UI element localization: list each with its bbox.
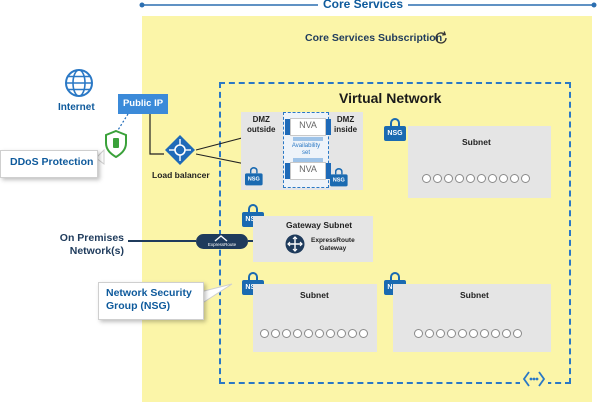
ddos-protection-label: DDoS Protection [10, 156, 94, 168]
load-balancer-label: Load balancer [152, 170, 210, 180]
nic-1b [326, 119, 331, 135]
gateway-subnet [253, 216, 373, 262]
nsg-dmz-inside: NSG [330, 168, 348, 187]
core-services-title: Core Services [322, 0, 404, 11]
expressroute-icon [214, 235, 228, 242]
subnet-top-right-label: Subnet [462, 137, 491, 147]
vm-dots-top-right [422, 174, 530, 183]
subnet-bottom-right [393, 284, 551, 352]
subnet-top-right [408, 126, 551, 198]
nsg-top-right-subnet: NSG [384, 118, 406, 141]
expressroute-tag: ExpressRoute [207, 242, 237, 247]
virtual-network-title: Virtual Network [339, 90, 442, 106]
expressroute-circuit [196, 234, 248, 249]
refresh-icon [435, 31, 447, 44]
globe-icon [65, 69, 93, 97]
gateway-subnet-label: Gateway Subnet [286, 220, 353, 230]
nva-1 [290, 118, 326, 136]
public-ip-box: Public IP [118, 94, 168, 114]
nsg-callout [98, 282, 204, 320]
vm-icon [293, 158, 323, 162]
nic-2a [285, 163, 290, 179]
shield-icon [105, 130, 127, 158]
on-premises-label: On Premises Network(s) [59, 232, 124, 257]
virtual-network-area [219, 82, 571, 384]
dmz-inside-label: DMZ inside [334, 115, 358, 134]
expressroute-gateway-label: ExpressRoute Gateway [311, 237, 355, 252]
nic-2b [326, 163, 331, 179]
internet-label: Internet [58, 102, 95, 113]
subnet-bottom-left [253, 284, 377, 352]
core-services-span-line [139, 2, 597, 8]
nva-2 [290, 162, 326, 180]
ddos-protection-callout [0, 150, 98, 178]
nic-1a [285, 119, 290, 135]
nsg-callout-label: Network Security Group (NSG) [106, 287, 192, 312]
nva-1-label: NVA [299, 120, 317, 130]
vm-icon [293, 137, 323, 141]
subscription-title: Core Services Subscription [305, 32, 443, 44]
subnet-bottom-right-label: Subnet [460, 290, 489, 300]
expressroute-gateway-icon [285, 234, 305, 254]
availability-set-label: Availability set [291, 143, 321, 156]
vm-dots-bottom-right [414, 329, 522, 338]
nva-2-label: NVA [299, 164, 317, 174]
load-balancer-icon [165, 135, 195, 165]
subnet-bottom-left-label: Subnet [300, 290, 329, 300]
nsg-dmz-outside: NSG [245, 167, 263, 186]
vm-dots-bottom-left [260, 329, 368, 338]
dmz-outside-label: DMZ outside [247, 115, 276, 134]
vnet-peering-icon [520, 366, 548, 392]
